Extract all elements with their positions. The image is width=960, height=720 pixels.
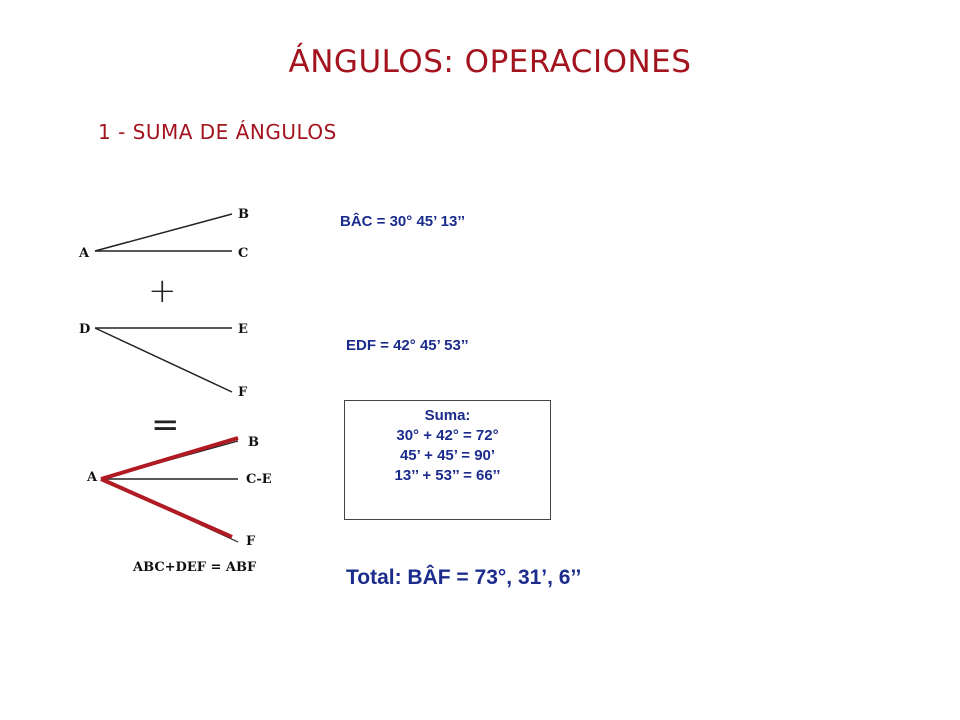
label-f2: F — [238, 385, 248, 400]
sum-line-degrees: 30° + 42° = 72° — [396, 427, 499, 444]
sum-box: Suma: 30° + 42° = 72° 45’ + 45’ = 90’ 13… — [344, 400, 551, 520]
highlight-ray-af — [100, 477, 233, 539]
angle-formula: ABC+DEF = ABF — [132, 560, 257, 575]
sum-line-minutes: 45’ + 45’ = 90’ — [399, 447, 496, 464]
angle-addition-diagram: A B C + D E F = A B C-E F ABC+DEF = ABF — [78, 207, 272, 575]
ray-ab — [94, 213, 233, 252]
equation-bac: BÂC = 30° 45’ 13’’ — [340, 213, 466, 230]
section-subtitle: 1 - SUMA DE ÁNGULOS — [98, 120, 337, 144]
label-c1: C — [238, 246, 248, 261]
label-a1: A — [78, 246, 90, 261]
plus-sign: + — [148, 271, 177, 311]
label-d: D — [79, 322, 90, 337]
label-a3: A — [86, 470, 98, 485]
sum-line-seconds: 13’’ + 53’’ = 66’’ — [394, 467, 501, 484]
equals-sign: = — [151, 405, 180, 445]
sum-heading: Suma: — [424, 407, 471, 424]
total-result: Total: BÂF = 73°, 31’, 6’’ — [346, 566, 582, 589]
label-f3: F — [246, 534, 256, 549]
equation-edf: EDF = 42° 45’ 53’’ — [346, 337, 469, 354]
highlight-ray-ab — [100, 436, 239, 481]
label-e: E — [238, 322, 248, 337]
ray-df — [94, 327, 233, 393]
label-ce: C-E — [246, 472, 272, 487]
page-title: ÁNGULOS: OPERACIONES — [288, 44, 692, 80]
label-b3: B — [248, 435, 259, 450]
label-b1: B — [238, 207, 249, 222]
